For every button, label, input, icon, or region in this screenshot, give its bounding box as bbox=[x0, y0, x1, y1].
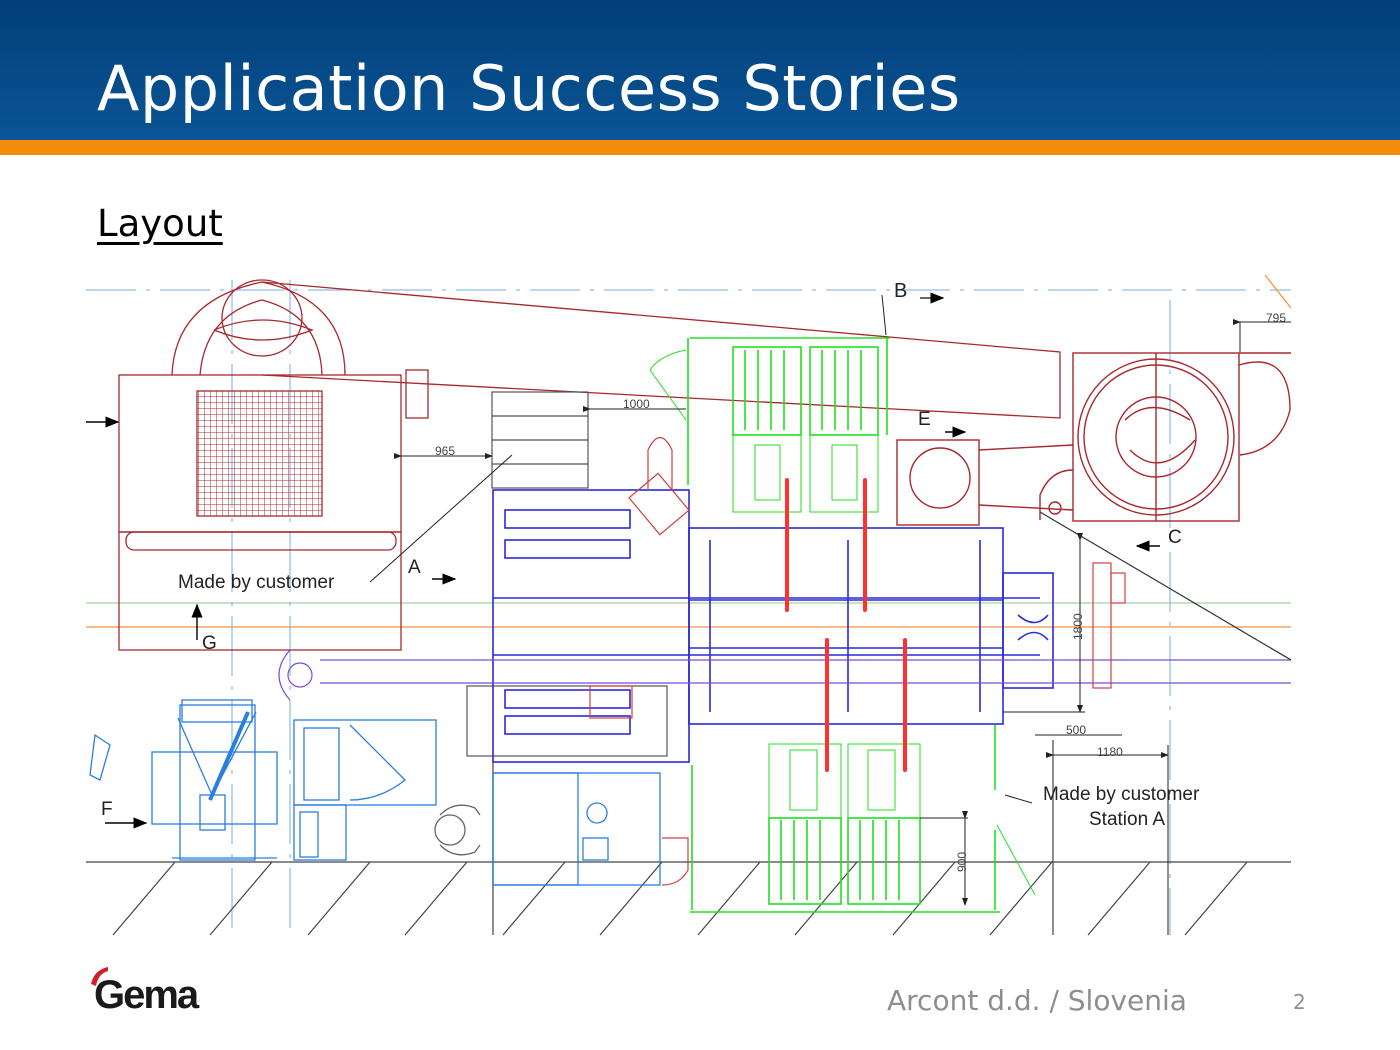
dim-965: 965 bbox=[435, 444, 455, 458]
dim-1180: 1180 bbox=[1097, 745, 1123, 759]
label-made-by-customer-left: Made by customer bbox=[178, 572, 335, 593]
operator-figure bbox=[434, 804, 481, 856]
marker-f: F bbox=[101, 799, 113, 820]
gun-cabinets-bottom bbox=[690, 725, 1036, 913]
label-made-by-customer-right: Made by customer bbox=[1043, 784, 1200, 805]
dim-900: 900 bbox=[955, 852, 969, 872]
conveyor-track bbox=[278, 649, 1291, 701]
fan-unit bbox=[896, 352, 1291, 526]
dim-1000: 1000 bbox=[623, 397, 650, 411]
marker-g: G bbox=[202, 633, 217, 654]
gema-logo: Gema bbox=[88, 962, 218, 1017]
logo-swoosh-icon bbox=[91, 967, 108, 986]
section-arrows bbox=[86, 292, 1160, 829]
page-number: 2 bbox=[1293, 990, 1306, 1014]
accent-bar bbox=[0, 140, 1400, 155]
label-station: Station A bbox=[1089, 809, 1165, 830]
powder-center bbox=[89, 699, 661, 886]
dim-795: 795 bbox=[1266, 311, 1286, 325]
main-booth bbox=[492, 489, 1054, 763]
gun-cabinets-top bbox=[649, 337, 890, 513]
header-banner: Application Success Stories bbox=[0, 0, 1400, 140]
customer-location: Arcont d.d. / Slovenia bbox=[887, 984, 1187, 1017]
marker-e: E bbox=[918, 409, 931, 430]
layout-drawing: Made by customer Made by customer Statio… bbox=[86, 274, 1291, 936]
dim-1800: 1800 bbox=[1071, 613, 1085, 640]
marker-c: C bbox=[1168, 527, 1182, 548]
marker-b: B bbox=[894, 280, 907, 302]
section-heading: Layout bbox=[97, 202, 223, 245]
red-details bbox=[589, 436, 1126, 886]
marker-a: A bbox=[408, 557, 421, 578]
dim-500: 500 bbox=[1066, 723, 1086, 737]
booth-left bbox=[118, 279, 1061, 651]
slide-title: Application Success Stories bbox=[97, 52, 961, 125]
gun-lances bbox=[785, 478, 907, 772]
dimension-lines bbox=[369, 294, 1291, 935]
logo-wordmark: Gema bbox=[94, 973, 200, 1014]
gray-rack bbox=[466, 391, 668, 757]
